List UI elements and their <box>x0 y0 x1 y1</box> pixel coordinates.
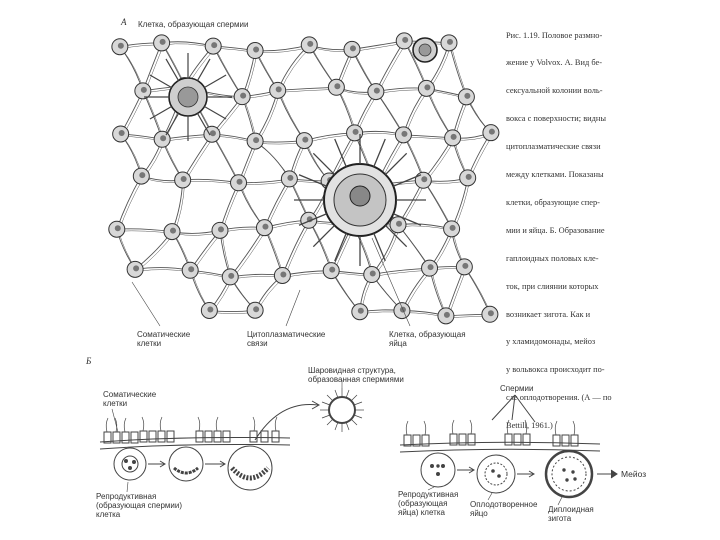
label-sperm: Спермии <box>500 384 533 393</box>
fertilized-egg <box>477 455 515 493</box>
label-meiosis: Мейоз <box>621 470 646 479</box>
right-colony-surface-line <box>400 442 600 445</box>
label-repro-sperm-cell: Репродуктивная (образующая спермии) клет… <box>96 492 182 519</box>
dividing-sperm-cell <box>169 447 203 481</box>
diploid-zygote-wall <box>552 457 586 491</box>
sperm-pointer-line <box>512 395 515 420</box>
sperm-mother-cell <box>114 448 146 480</box>
sperm-pointer-line <box>515 395 535 422</box>
egg-cell <box>421 453 455 487</box>
right-somatic-cell-row <box>404 434 578 446</box>
label-somatic-cells-b: Соматические клетки <box>103 390 156 408</box>
diploid-zygote <box>546 451 592 497</box>
label-repro-egg-cell: Репродуктивная (образующая яйца) клетка <box>398 490 458 517</box>
left-flagella <box>106 417 277 432</box>
label-diploid-zygote: Диплоидная зигота <box>548 505 594 523</box>
right-flagella <box>406 420 575 435</box>
sperm-pointer-line <box>492 395 515 420</box>
panel-b-letter: Б <box>86 356 91 366</box>
dividing-sperm-packet <box>174 468 198 473</box>
label-fertilized-egg: Оплодотворенное яйцо <box>470 500 537 518</box>
sperm-packet <box>232 468 268 478</box>
label-sperm-sphere: Шаровидная структура, образованная сперм… <box>308 366 404 384</box>
arrow-to-sperm-sphere <box>255 404 318 440</box>
fertilized-egg-inner <box>485 463 507 485</box>
sperm-sphere-flagella <box>320 388 364 432</box>
left-somatic-cell-row <box>104 431 279 443</box>
